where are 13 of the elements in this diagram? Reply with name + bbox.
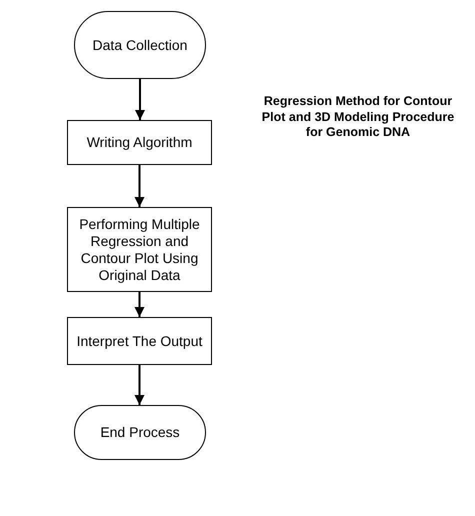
node-label: End Process bbox=[100, 424, 180, 441]
process-box bbox=[67, 207, 212, 292]
node-label: Data Collection bbox=[92, 36, 188, 54]
arrow bbox=[134, 292, 144, 317]
process-box bbox=[67, 317, 212, 365]
diagram-title: Regression Method for Contour Plot and 3D Modeling Procedure for Genomic DNA bbox=[260, 94, 456, 140]
node-label: Writing Algorithm bbox=[86, 134, 192, 151]
arrow bbox=[134, 365, 144, 405]
node-label: Performing Multiple Regression and Contour Plot Using Original Data bbox=[78, 216, 201, 284]
process-box bbox=[67, 120, 212, 165]
arrow bbox=[134, 165, 144, 207]
node-label: Interpret The Output bbox=[76, 332, 202, 350]
arrow bbox=[135, 79, 145, 120]
